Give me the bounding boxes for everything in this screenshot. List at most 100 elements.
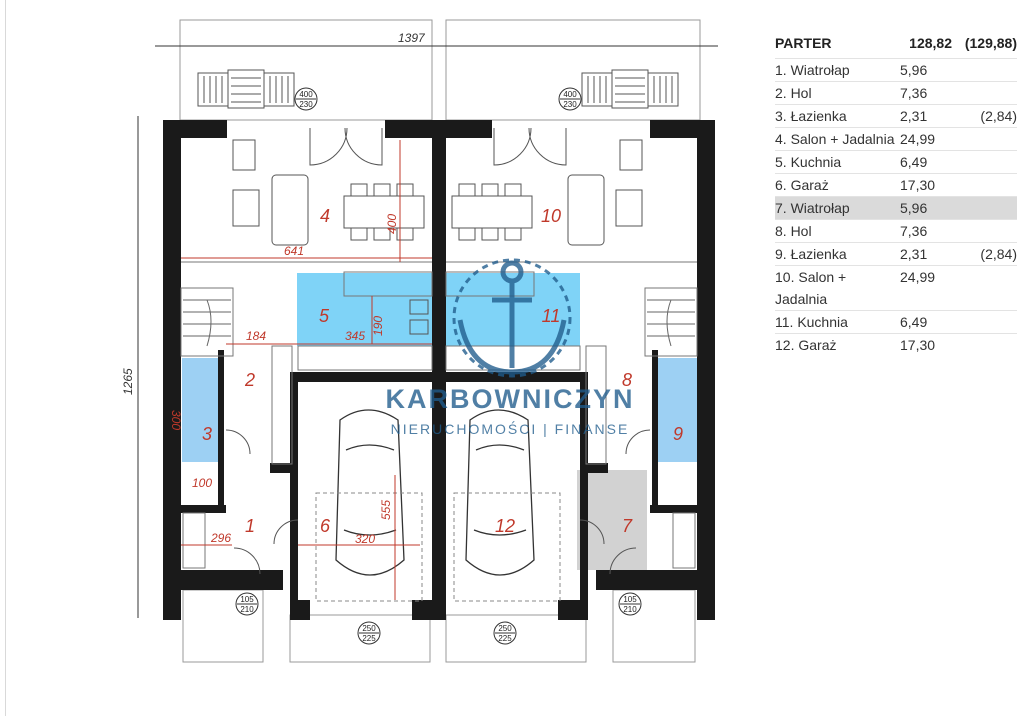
furniture-left — [232, 139, 429, 335]
svg-text:230: 230 — [299, 100, 313, 109]
room-area: 2,31 — [900, 242, 958, 266]
stairs-right — [647, 299, 695, 347]
svg-text:250: 250 — [362, 624, 376, 633]
floor-plan: 1397 1265 400 641 184 345 190 300 100 29… — [121, 19, 718, 663]
svg-text:210: 210 — [240, 605, 254, 614]
room-area-alt — [958, 58, 1017, 82]
room-number-7: 7 — [622, 516, 633, 536]
room-area-alt: (2,84) — [958, 242, 1017, 266]
room-area-alt — [958, 81, 1017, 105]
car-right-icon — [465, 409, 535, 576]
svg-text:230: 230 — [563, 100, 577, 109]
room-name: 4. Salon + Jadalnia — [775, 127, 900, 151]
terrace-doors — [225, 127, 651, 575]
opening-garage-left: 250 225 — [357, 621, 381, 645]
header-area: 128,82 — [909, 35, 952, 51]
terrace-right — [445, 19, 701, 121]
terrace-bench-right — [581, 69, 679, 109]
driveway-right — [445, 614, 587, 663]
page-border-line — [5, 0, 6, 716]
room-area: 5,96 — [900, 58, 958, 82]
parking-area-left — [315, 492, 423, 602]
dim-total-width: 1397 — [398, 31, 426, 45]
dim-bath-depth: 300 — [169, 410, 183, 430]
room-name: 8. Hol — [775, 219, 900, 243]
room-area: 17,30 — [900, 173, 958, 197]
parking-area-right — [453, 492, 561, 602]
room-name: 6. Garaż — [775, 173, 900, 197]
room-number-2: 2 — [244, 370, 255, 390]
entry-highlight-right — [577, 470, 647, 570]
dim-living-depth: 400 — [385, 214, 399, 234]
svg-text:225: 225 — [498, 634, 512, 643]
room-name: 9. Łazienka — [775, 242, 900, 266]
room-area-alt — [958, 127, 1017, 151]
furniture-right — [451, 139, 643, 246]
svg-text:210: 210 — [623, 605, 637, 614]
room-number-10: 10 — [541, 206, 561, 226]
room-area-alt — [958, 265, 1017, 311]
stairs-left — [183, 299, 231, 347]
room-area-alt — [958, 333, 1017, 356]
dim-living-width: 641 — [284, 244, 304, 258]
terrace-bench-left — [197, 69, 295, 109]
svg-text:105: 105 — [623, 595, 637, 604]
walls — [163, 120, 715, 620]
bath-highlight-left — [182, 358, 220, 462]
svg-text:250: 250 — [498, 624, 512, 633]
dim-kitchen-depth: 190 — [371, 316, 385, 336]
driveway-left — [289, 614, 431, 663]
room-area-alt — [958, 310, 1017, 334]
room-name: 11. Kuchnia — [775, 310, 900, 334]
room-number-1: 1 — [245, 516, 255, 536]
room-area: 7,36 — [900, 219, 958, 243]
room-area: 6,49 — [900, 150, 958, 174]
room-area: 17,30 — [900, 333, 958, 356]
room-name: 5. Kuchnia — [775, 150, 900, 174]
room-area: 24,99 — [900, 127, 958, 151]
bath-highlight-right — [657, 358, 697, 462]
room-area: 5,96 — [900, 196, 958, 220]
opening-entry-right: 105 210 — [618, 592, 642, 616]
room-area-alt — [958, 173, 1017, 197]
dim-garage-width: 320 — [355, 532, 375, 546]
watermark-logo: KARBOWNICZYN NIERUCHOMOŚCI | FINANSE — [386, 258, 635, 437]
watermark-brand: KARBOWNICZYN — [386, 384, 635, 414]
room-area-alt — [958, 196, 1017, 220]
opening-terrace-right: 400 230 — [558, 87, 582, 111]
opening-garage-right: 250 225 — [493, 621, 517, 645]
dim-hall-width: 296 — [210, 531, 231, 545]
room-name: 12. Garaż — [775, 333, 900, 356]
room-name: 10. Salon + Jadalnia — [775, 265, 900, 311]
header-area-alt: (129,88) — [964, 35, 1017, 51]
opening-entry-left: 105 210 — [235, 592, 259, 616]
room-number-11: 11 — [542, 306, 561, 326]
room-area: 24,99 — [900, 265, 958, 311]
dim-garage-depth: 555 — [379, 500, 393, 520]
room-number-4: 4 — [320, 206, 330, 226]
room-number-8: 8 — [622, 370, 632, 390]
room-name: 7. Wiatrołap — [775, 196, 900, 220]
interior-lines — [180, 261, 698, 569]
car-left-icon — [335, 409, 405, 576]
dimension-lines — [137, 45, 718, 618]
room-name: 3. Łazienka — [775, 104, 900, 128]
watermark-tagline: NIERUCHOMOŚCI | FINANSE — [391, 420, 630, 437]
svg-text:400: 400 — [563, 90, 577, 99]
room-number-9: 9 — [673, 424, 683, 444]
svg-text:400: 400 — [299, 90, 313, 99]
room-number-12: 12 — [495, 516, 515, 536]
